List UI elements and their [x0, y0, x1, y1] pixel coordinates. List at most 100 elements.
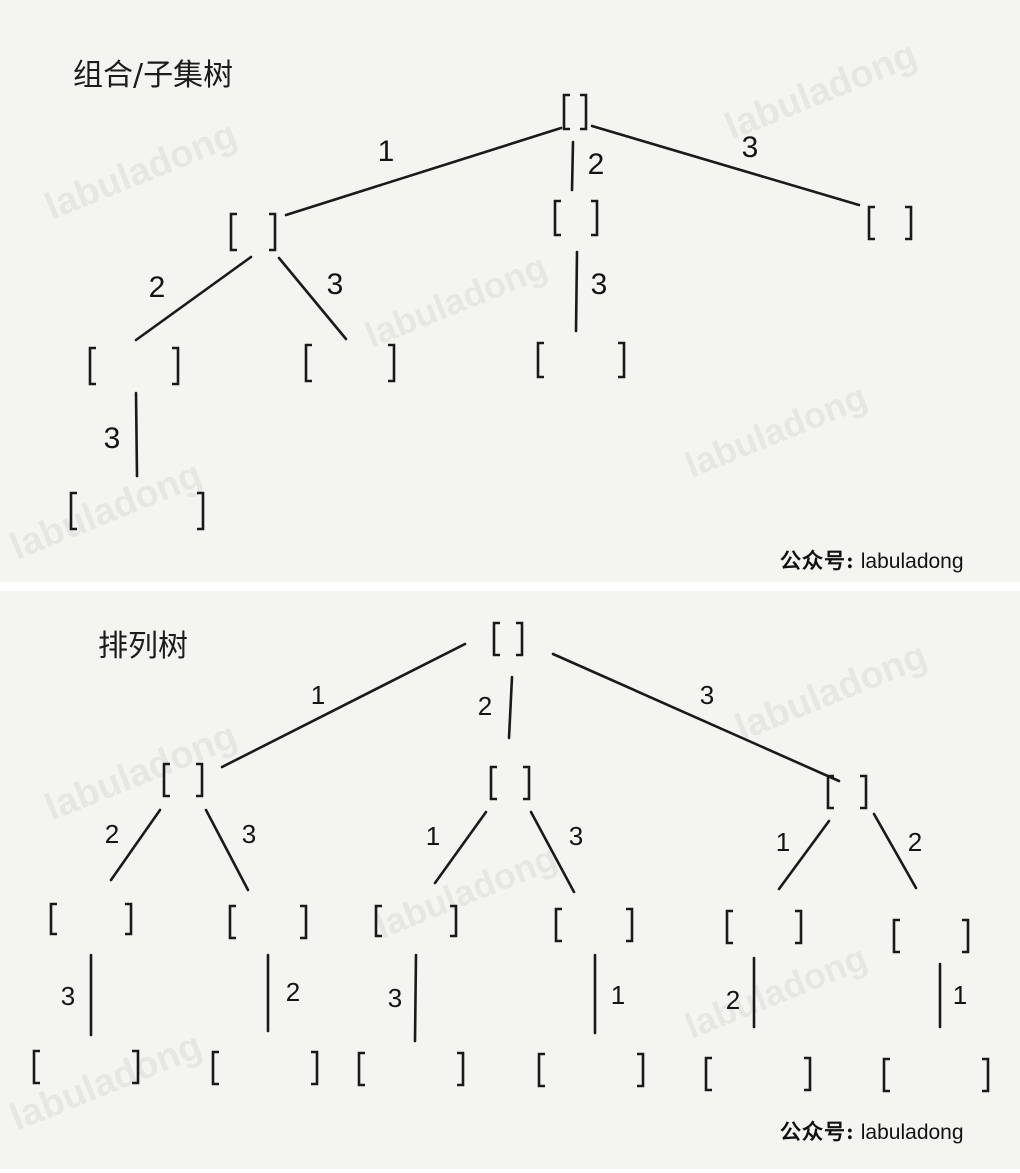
left-bracket — [489, 765, 497, 801]
right-bracket — [982, 1057, 990, 1093]
tree-edge — [220, 642, 467, 769]
edge-label: 3 — [700, 680, 714, 710]
edge-label: 1 — [776, 827, 790, 857]
tree-node — [489, 765, 531, 801]
edge-label: 3 — [742, 131, 759, 164]
panel-title: 组合/子集树 — [73, 58, 234, 93]
left-bracket — [228, 904, 236, 940]
left-bracket — [882, 1057, 890, 1093]
tree-node — [536, 341, 626, 379]
edge-label: 3 — [388, 983, 402, 1013]
tree-edge — [433, 810, 488, 885]
credit-name: labuladong — [860, 550, 964, 573]
edge-label: 3 — [569, 821, 583, 851]
left-bracket — [162, 762, 170, 798]
tree-node — [867, 205, 913, 241]
edge-label: 3 — [104, 422, 121, 455]
right-bracket — [516, 621, 524, 657]
left-bracket — [554, 907, 562, 943]
tree-node — [725, 909, 803, 945]
tree-edge — [574, 250, 579, 333]
right-bracket — [523, 765, 531, 801]
tree-edge — [590, 124, 861, 207]
tree-edge — [777, 819, 831, 891]
panel-divider — [0, 582, 1020, 591]
right-bracket — [905, 205, 913, 241]
edge-label: 2 — [149, 271, 166, 304]
tree-node — [229, 212, 277, 252]
left-bracket — [211, 1050, 219, 1086]
left-bracket — [537, 1052, 545, 1088]
right-bracket — [125, 902, 133, 936]
tree-node — [553, 199, 599, 237]
tree-node — [554, 907, 634, 943]
tree-node — [32, 1049, 140, 1085]
left-bracket — [553, 199, 561, 237]
right-bracket — [388, 343, 396, 383]
right-bracket — [637, 1052, 645, 1088]
edge-label: 2 — [908, 827, 922, 857]
right-bracket — [197, 491, 205, 531]
tree-edge — [551, 652, 841, 783]
edge-label: 3 — [242, 819, 256, 849]
left-bracket — [536, 341, 544, 379]
tree-edge — [204, 808, 250, 892]
left-bracket — [304, 343, 312, 383]
credit: 公众号:labuladong — [780, 1116, 964, 1146]
left-bracket — [892, 918, 900, 954]
tree-edge — [284, 126, 563, 217]
right-bracket — [172, 346, 180, 386]
tree-node — [69, 491, 205, 531]
right-bracket — [132, 1049, 140, 1085]
tree-node — [211, 1050, 319, 1086]
subset-tree-panel: labuladong labuladong labuladong labulad… — [0, 0, 1020, 582]
right-bracket — [580, 93, 588, 131]
edge-label: 2 — [726, 985, 740, 1015]
edge-label: 1 — [426, 821, 440, 851]
tree-edge — [413, 953, 418, 1043]
edge-label: 3 — [327, 268, 344, 301]
edge-label: 1 — [953, 980, 967, 1010]
edge-label: 2 — [286, 977, 300, 1007]
credit: 公众号:labuladong — [780, 545, 964, 575]
right-bracket — [804, 1056, 812, 1092]
left-bracket — [32, 1049, 40, 1085]
tree-edge — [872, 812, 918, 890]
left-bracket — [826, 774, 834, 810]
left-bracket — [229, 212, 237, 252]
right-bracket — [457, 1051, 465, 1087]
right-bracket — [795, 909, 803, 945]
right-bracket — [269, 212, 277, 252]
edge-label: 3 — [61, 981, 75, 1011]
tree-node — [562, 93, 588, 131]
credit-name: labuladong — [860, 1121, 964, 1144]
tree-edge — [277, 256, 348, 341]
left-bracket — [69, 491, 77, 531]
tree-node — [49, 902, 133, 936]
edge-label: 3 — [591, 268, 608, 301]
tree-node — [704, 1056, 812, 1092]
left-bracket — [49, 902, 57, 936]
edge-label: 1 — [311, 680, 325, 710]
tree-edge — [507, 675, 514, 740]
right-bracket — [618, 341, 626, 379]
tree-edge — [529, 810, 576, 894]
tree-edge — [134, 255, 253, 342]
edge-label: 2 — [105, 819, 119, 849]
tree-node — [892, 918, 970, 954]
edge-label: 1 — [611, 980, 625, 1010]
right-bracket — [626, 907, 634, 943]
left-bracket — [704, 1056, 712, 1092]
permutation-tree-diagram: 1 2 3 2 3 1 3 1 2 3 2 3 1 2 1 — [32, 621, 990, 1093]
tree-node — [162, 762, 204, 798]
tree-node — [304, 343, 396, 383]
left-bracket — [562, 93, 570, 131]
tree-node — [882, 1057, 990, 1093]
left-bracket — [88, 346, 96, 386]
left-bracket — [725, 909, 733, 945]
right-bracket — [860, 774, 868, 810]
left-bracket — [867, 205, 875, 241]
right-bracket — [962, 918, 970, 954]
permutation-tree-panel: labuladong labuladong labuladong labulad… — [0, 591, 1020, 1169]
edge-label: 2 — [478, 691, 492, 721]
